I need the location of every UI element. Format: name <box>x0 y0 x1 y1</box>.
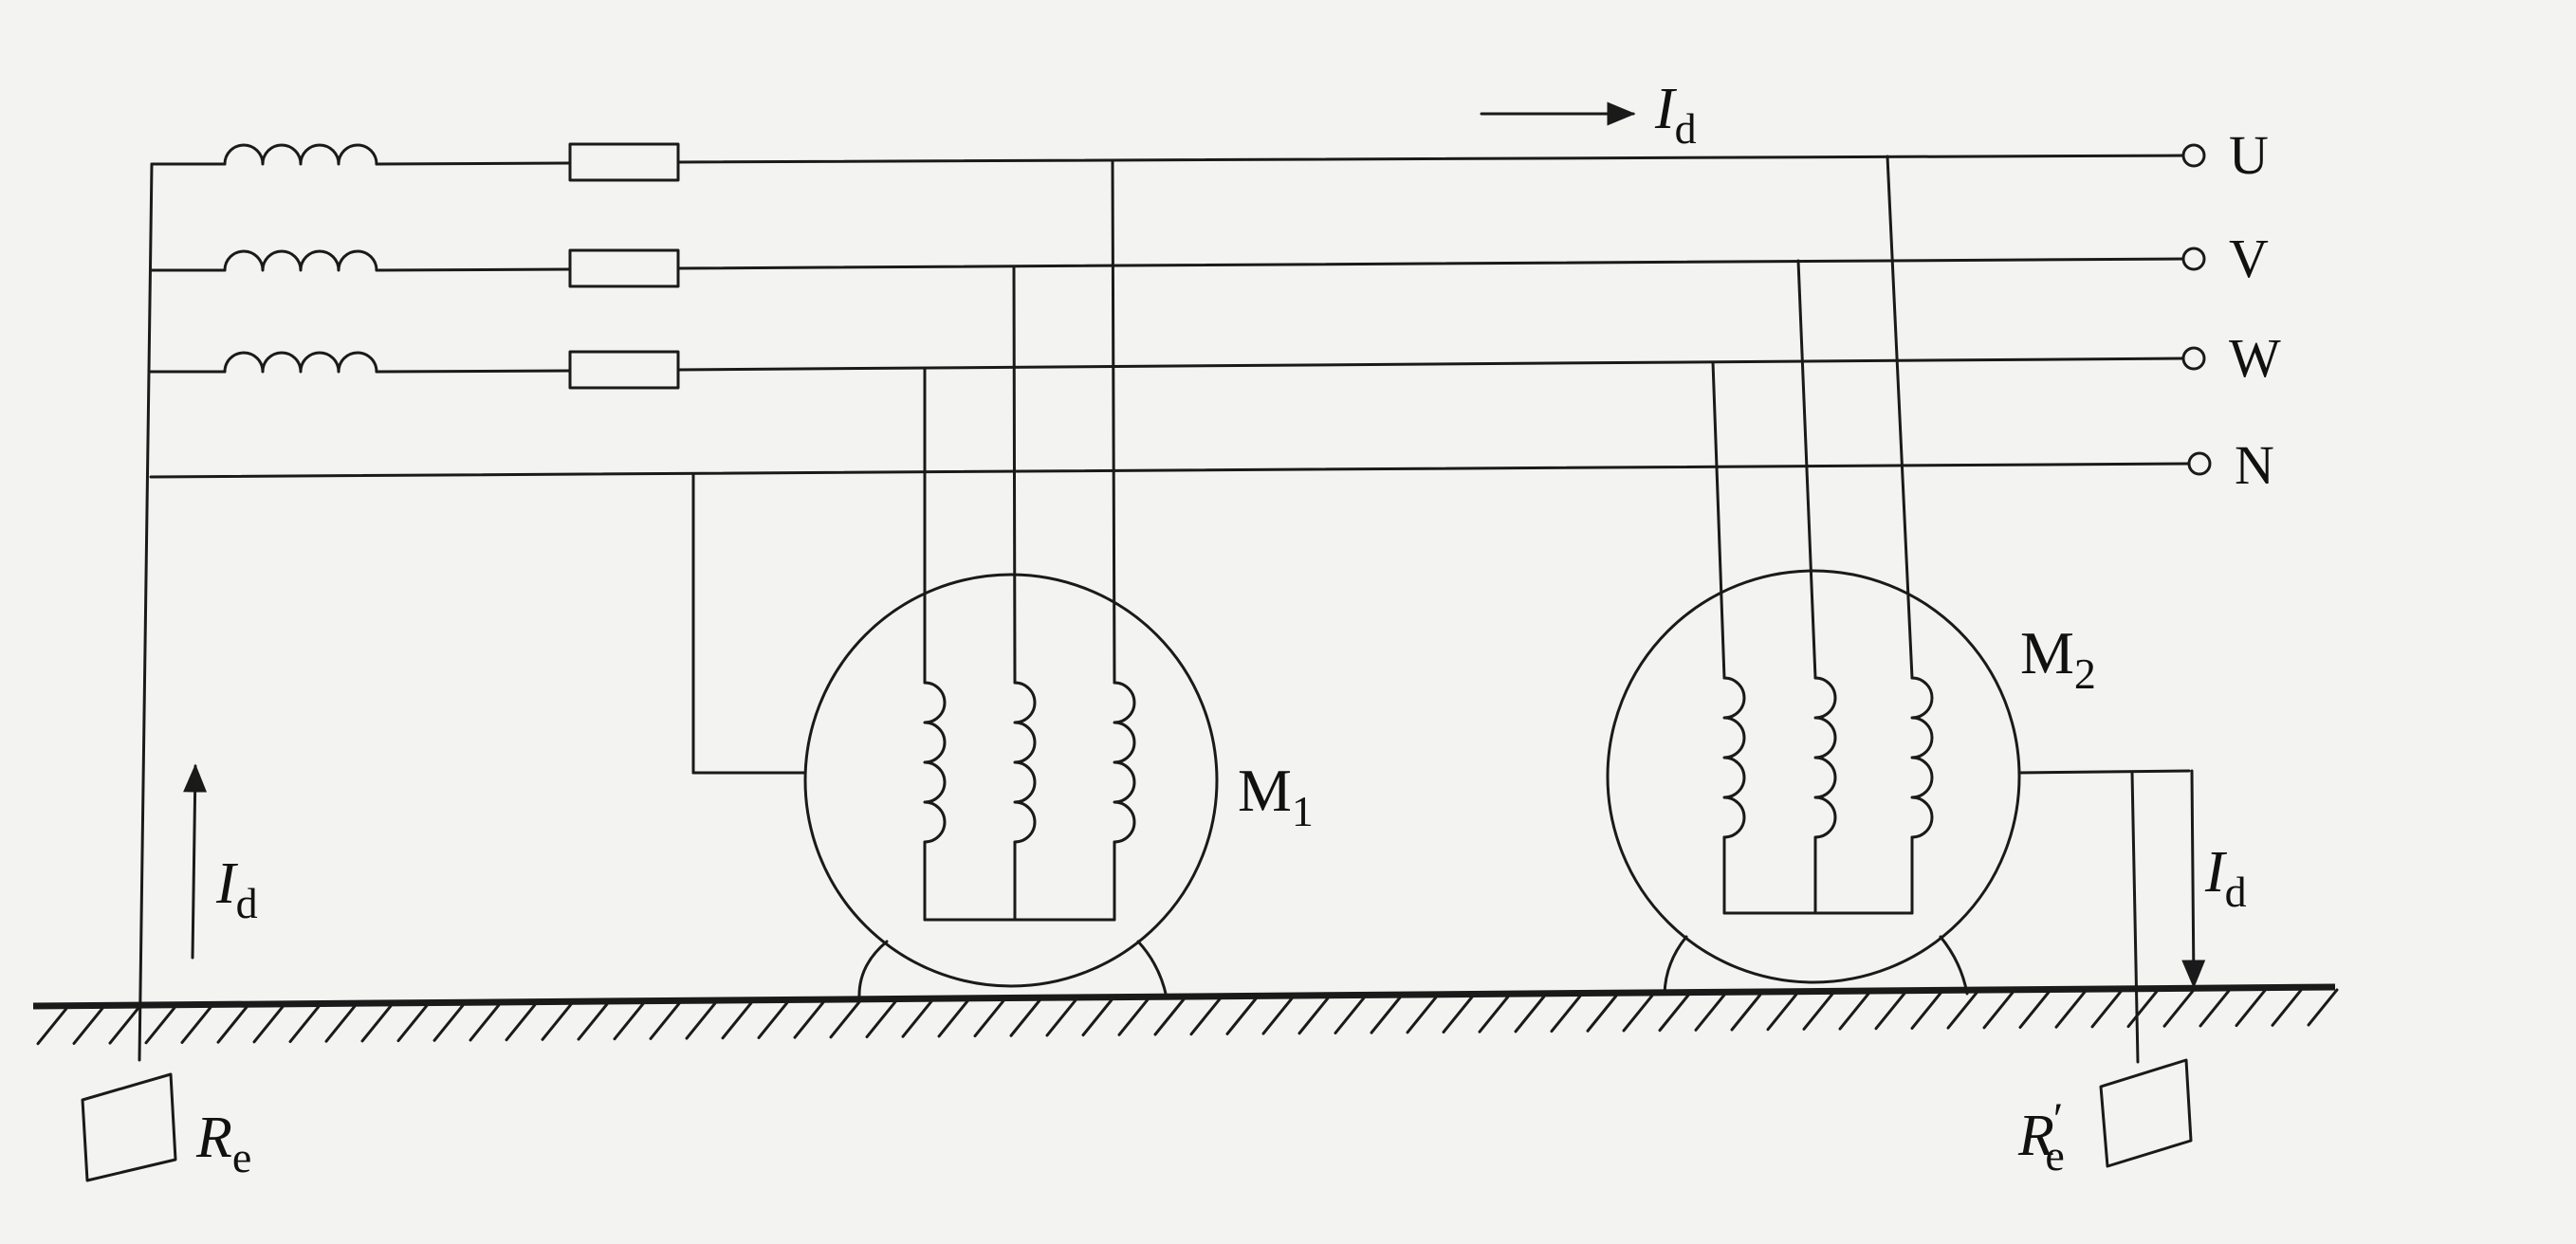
hatch-stroke <box>721 1001 753 1040</box>
phase-label-w: W <box>2229 327 2281 389</box>
phase-label-u: U <box>2229 124 2269 186</box>
hatch-stroke <box>1802 992 1834 1031</box>
hatch-stroke <box>1622 994 1654 1033</box>
hatch-stroke <box>2090 990 2123 1029</box>
hatch-stroke <box>1874 992 1906 1031</box>
hatch-stroke <box>2235 989 2267 1028</box>
terminal-u <box>2181 143 2206 168</box>
ground-label-re-prime: R′e <box>2017 1094 2065 1180</box>
motor-m1 <box>691 159 1219 999</box>
hatch-stroke <box>1946 991 1978 1030</box>
hatch-stroke <box>577 1002 609 1041</box>
hatch-stroke <box>144 1006 176 1045</box>
hatch-stroke <box>180 1005 212 1044</box>
ground-label-re: Re <box>195 1106 251 1181</box>
hatch-stroke <box>1406 996 1438 1034</box>
hatch-stroke <box>1586 994 1618 1033</box>
hatch-stroke <box>216 1005 248 1044</box>
hatch-stroke <box>1694 993 1726 1032</box>
fuse-v <box>568 248 680 288</box>
hatch-stroke <box>1225 997 1258 1035</box>
earth-ground-line <box>32 983 2336 1010</box>
hatch-stroke <box>2199 989 2231 1028</box>
hatch-stroke <box>1045 998 1077 1037</box>
hatch-stroke <box>396 1004 429 1043</box>
hatch-stroke <box>1261 997 1294 1035</box>
hatch-stroke <box>1081 998 1113 1037</box>
terminal-v <box>2181 247 2206 271</box>
hatch-stroke <box>865 1000 897 1039</box>
hatch-stroke <box>2018 990 2051 1029</box>
hatch-stroke <box>1442 995 1474 1034</box>
hatch-stroke <box>1514 995 1546 1034</box>
source-coil-u <box>223 143 378 166</box>
motor-label-m2: M2 <box>2020 619 2096 698</box>
hatch-stroke <box>1189 997 1222 1036</box>
terminal-w <box>2181 346 2206 371</box>
motor-label-m1: M1 <box>1238 757 1314 835</box>
line-u <box>676 154 2185 164</box>
source-coil-v <box>223 249 378 272</box>
hatch-stroke <box>1009 998 1041 1037</box>
hatch-stroke <box>1838 992 1870 1031</box>
hatch-stroke <box>1370 996 1402 1034</box>
hatch-stroke <box>901 999 933 1038</box>
hatch-stroke <box>324 1004 357 1043</box>
hatch-stroke <box>360 1004 393 1043</box>
source-neutral-vertical <box>138 162 154 1062</box>
hatch-stroke <box>649 1001 681 1040</box>
current-label-top: Id <box>1654 77 1697 153</box>
hatch-stroke <box>2271 988 2303 1027</box>
hatch-stroke <box>1910 991 1942 1030</box>
hatch-stroke <box>1730 993 1762 1032</box>
motor-m2 <box>1606 155 2191 1064</box>
current-label-left: Id <box>215 851 258 927</box>
fuse-u <box>568 142 680 182</box>
hatch-stroke <box>432 1003 465 1042</box>
hatch-stroke <box>1658 994 1690 1033</box>
earth-hatching <box>36 988 2339 1046</box>
hatch-stroke <box>1766 993 1798 1032</box>
terminal-n <box>2187 451 2212 476</box>
hatch-stroke <box>2054 990 2087 1029</box>
line-n <box>149 462 2191 479</box>
ground-electrode-re-prime <box>2099 1058 2193 1168</box>
phase-label-n: N <box>2235 434 2274 496</box>
hatch-stroke <box>937 999 969 1038</box>
hatch-stroke <box>1297 997 1330 1035</box>
hatch-stroke <box>2162 989 2195 1028</box>
hatch-stroke <box>108 1006 140 1045</box>
hatch-stroke <box>505 1003 537 1042</box>
hatch-stroke <box>541 1002 573 1041</box>
hatch-stroke <box>757 1000 789 1039</box>
hatch-stroke <box>685 1001 717 1040</box>
ground-electrode-re <box>81 1072 177 1182</box>
fuse-w <box>568 350 680 390</box>
hatch-stroke <box>288 1005 321 1044</box>
hatch-stroke <box>1334 996 1366 1034</box>
fault-current-arrow-left <box>183 763 208 960</box>
hatch-stroke <box>1117 997 1150 1036</box>
line-v <box>676 257 2185 270</box>
hatch-stroke <box>793 1000 825 1039</box>
line-w <box>676 357 2185 372</box>
phase-label-v: V <box>2229 228 2269 289</box>
current-label-m2: Id <box>2204 840 2247 916</box>
hatch-stroke <box>469 1003 501 1042</box>
hatch-stroke <box>252 1005 285 1044</box>
hatch-stroke <box>1982 991 2015 1030</box>
source-coil-w <box>223 351 378 374</box>
fault-current-arrow-m2 <box>2181 769 2206 989</box>
hatch-stroke <box>72 1006 104 1045</box>
hatch-stroke <box>2126 990 2159 1029</box>
hatch-stroke <box>613 1002 645 1041</box>
hatch-stroke <box>36 1007 68 1046</box>
hatch-stroke <box>973 999 1005 1038</box>
hatch-stroke <box>2307 988 2339 1027</box>
hatch-stroke <box>1153 997 1186 1036</box>
hatch-stroke <box>1550 995 1582 1034</box>
hatch-stroke <box>1478 995 1510 1034</box>
hatch-stroke <box>829 1000 861 1039</box>
